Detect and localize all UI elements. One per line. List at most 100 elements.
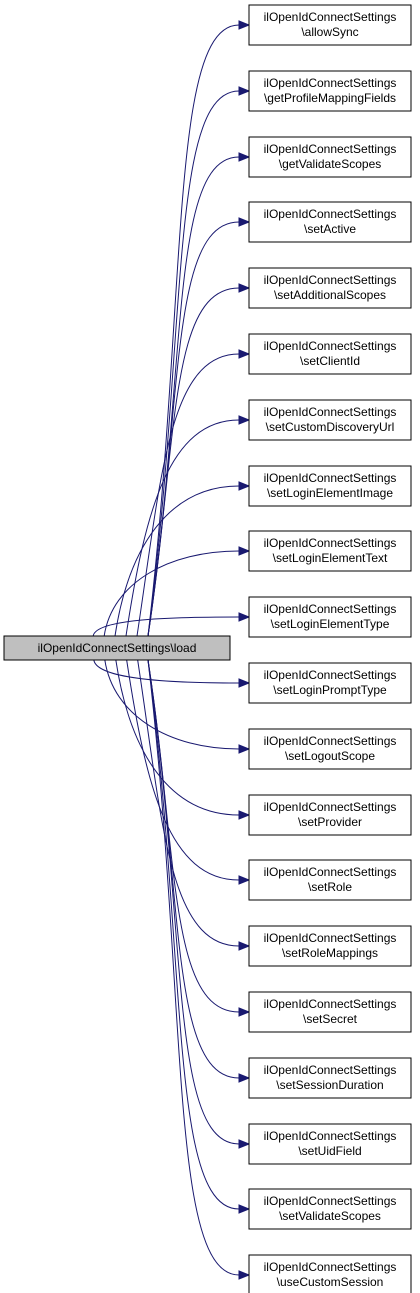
target-node-set-secret[interactable]: ilOpenIdConnectSettings\setSecret <box>248 991 412 1033</box>
target-node-method-label: \getProfileMappingFields <box>264 91 396 105</box>
target-node-class-label: ilOpenIdConnectSettings <box>264 1129 397 1143</box>
target-node-set-role-mappings[interactable]: ilOpenIdConnectSettings\setRoleMappings <box>248 925 412 967</box>
target-node-box <box>248 991 412 1033</box>
target-node-method-label: \setAdditionalScopes <box>274 288 386 302</box>
target-node-set-validate-scopes[interactable]: ilOpenIdConnectSettings\setValidateScope… <box>248 1188 412 1230</box>
arrowhead-icon <box>238 1270 251 1280</box>
arrowhead-icon <box>238 86 251 96</box>
target-node-set-logout-scope[interactable]: ilOpenIdConnectSettings\setLogoutScope <box>248 728 412 770</box>
target-node-box <box>248 333 412 375</box>
arrowhead-icon <box>238 415 251 425</box>
target-node-box <box>248 465 412 507</box>
target-node-method-label: \setLoginElementType <box>271 617 390 631</box>
arrowhead-icon <box>238 1139 251 1149</box>
call-edge <box>125 419 240 637</box>
call-edge <box>147 156 240 637</box>
target-node-set-login-element-type[interactable]: ilOpenIdConnectSettings\setLoginElementT… <box>248 596 412 638</box>
arrowhead-icon <box>238 481 251 491</box>
arrowhead-icon <box>238 152 251 162</box>
target-node-set-custom-discovery-url[interactable]: ilOpenIdConnectSettings\setCustomDiscove… <box>248 399 412 441</box>
target-node-method-label: \useCustomSession <box>277 1275 384 1289</box>
target-node-box <box>248 70 412 112</box>
source-node-label: ilOpenIdConnectSettings\load <box>38 641 197 655</box>
call-edge <box>147 659 240 1276</box>
target-node-class-label: ilOpenIdConnectSettings <box>264 471 397 485</box>
target-node-set-session-duration[interactable]: ilOpenIdConnectSettings\setSessionDurati… <box>248 1057 412 1099</box>
target-node-class-label: ilOpenIdConnectSettings <box>264 1260 397 1274</box>
target-node-class-label: ilOpenIdConnectSettings <box>264 339 397 353</box>
target-node-box <box>248 530 412 572</box>
target-node-method-label: \setActive <box>304 222 356 236</box>
target-node-class-label: ilOpenIdConnectSettings <box>264 1063 397 1077</box>
target-node-class-label: ilOpenIdConnectSettings <box>264 207 397 221</box>
arrowhead-icon <box>238 283 251 293</box>
target-node-method-label: \getValidateScopes <box>279 157 382 171</box>
call-edge <box>147 221 240 637</box>
target-node-method-label: \setSessionDuration <box>276 1078 383 1092</box>
target-node-class-label: ilOpenIdConnectSettings <box>264 405 397 419</box>
arrowhead-icon <box>238 612 251 622</box>
target-node-get-validate-scopes[interactable]: ilOpenIdConnectSettings\getValidateScope… <box>248 136 412 178</box>
target-node-method-label: \setLoginElementText <box>273 551 388 565</box>
target-nodes: ilOpenIdConnectSettings\allowSyncilOpenI… <box>248 4 412 1293</box>
call-edge <box>147 659 240 1210</box>
target-node-method-label: \setClientId <box>300 354 360 368</box>
target-node-class-label: ilOpenIdConnectSettings <box>264 800 397 814</box>
source-node-box <box>3 635 231 661</box>
target-node-set-client-id[interactable]: ilOpenIdConnectSettings\setClientId <box>248 333 412 375</box>
target-node-box <box>248 399 412 441</box>
target-node-set-provider[interactable]: ilOpenIdConnectSettings\setProvider <box>248 794 412 836</box>
call-edge <box>147 659 240 1013</box>
call-edge <box>93 659 240 684</box>
target-node-box <box>248 1254 412 1293</box>
target-node-box <box>248 1057 412 1099</box>
target-node-method-label: \allowSync <box>301 25 358 39</box>
target-node-class-label: ilOpenIdConnectSettings <box>264 10 397 24</box>
target-node-box <box>248 267 412 309</box>
target-node-method-label: \setProvider <box>298 815 362 829</box>
target-node-set-role[interactable]: ilOpenIdConnectSettings\setRole <box>248 859 412 901</box>
target-node-set-active[interactable]: ilOpenIdConnectSettings\setActive <box>248 201 412 243</box>
arrowhead-icon <box>238 744 251 754</box>
target-node-method-label: \setLoginElementImage <box>267 486 393 500</box>
target-node-method-label: \setValidateScopes <box>279 1209 381 1223</box>
target-node-get-profile-mapping-fields[interactable]: ilOpenIdConnectSettings\getProfileMappin… <box>248 70 412 112</box>
target-node-method-label: \setCustomDiscoveryUrl <box>266 420 395 434</box>
target-node-use-custom-session[interactable]: ilOpenIdConnectSettings\useCustomSession <box>248 1254 412 1293</box>
target-node-box <box>248 596 412 638</box>
target-node-class-label: ilOpenIdConnectSettings <box>264 931 397 945</box>
arrowhead-icon <box>238 810 251 820</box>
target-node-class-label: ilOpenIdConnectSettings <box>264 997 397 1011</box>
target-node-box <box>248 136 412 178</box>
target-node-set-uid-field[interactable]: ilOpenIdConnectSettings\setUidField <box>248 1123 412 1165</box>
target-node-method-label: \setRole <box>308 880 352 894</box>
target-node-box <box>248 201 412 243</box>
arrowhead-icon <box>238 875 251 885</box>
call-edge <box>92 616 240 637</box>
call-edge <box>147 659 240 1145</box>
target-node-set-login-element-text[interactable]: ilOpenIdConnectSettings\setLoginElementT… <box>248 530 412 572</box>
target-node-class-label: ilOpenIdConnectSettings <box>264 668 397 682</box>
target-node-set-login-element-image[interactable]: ilOpenIdConnectSettings\setLoginElementI… <box>248 465 412 507</box>
target-node-set-additional-scopes[interactable]: ilOpenIdConnectSettings\setAdditionalSco… <box>248 267 412 309</box>
target-node-method-label: \setRoleMappings <box>282 946 378 960</box>
call-edge <box>147 659 240 1079</box>
target-node-set-login-prompt-type[interactable]: ilOpenIdConnectSettings\setLoginPromptTy… <box>248 662 412 704</box>
arrowhead-icon <box>238 1007 251 1017</box>
target-node-box <box>248 662 412 704</box>
call-edges <box>92 20 251 1280</box>
source-node-load[interactable]: ilOpenIdConnectSettings\load <box>3 635 231 661</box>
target-node-allow-sync[interactable]: ilOpenIdConnectSettings\allowSync <box>248 4 412 46</box>
call-edge <box>147 287 240 637</box>
target-node-class-label: ilOpenIdConnectSettings <box>264 536 397 550</box>
call-edge <box>126 659 240 881</box>
target-node-method-label: \setLoginPromptType <box>273 683 387 697</box>
target-node-class-label: ilOpenIdConnectSettings <box>264 273 397 287</box>
arrowhead-icon <box>238 941 251 951</box>
arrowhead-icon <box>238 1073 251 1083</box>
target-node-class-label: ilOpenIdConnectSettings <box>264 1194 397 1208</box>
call-edge <box>147 90 240 637</box>
target-node-class-label: ilOpenIdConnectSettings <box>264 142 397 156</box>
call-edge <box>147 24 240 637</box>
